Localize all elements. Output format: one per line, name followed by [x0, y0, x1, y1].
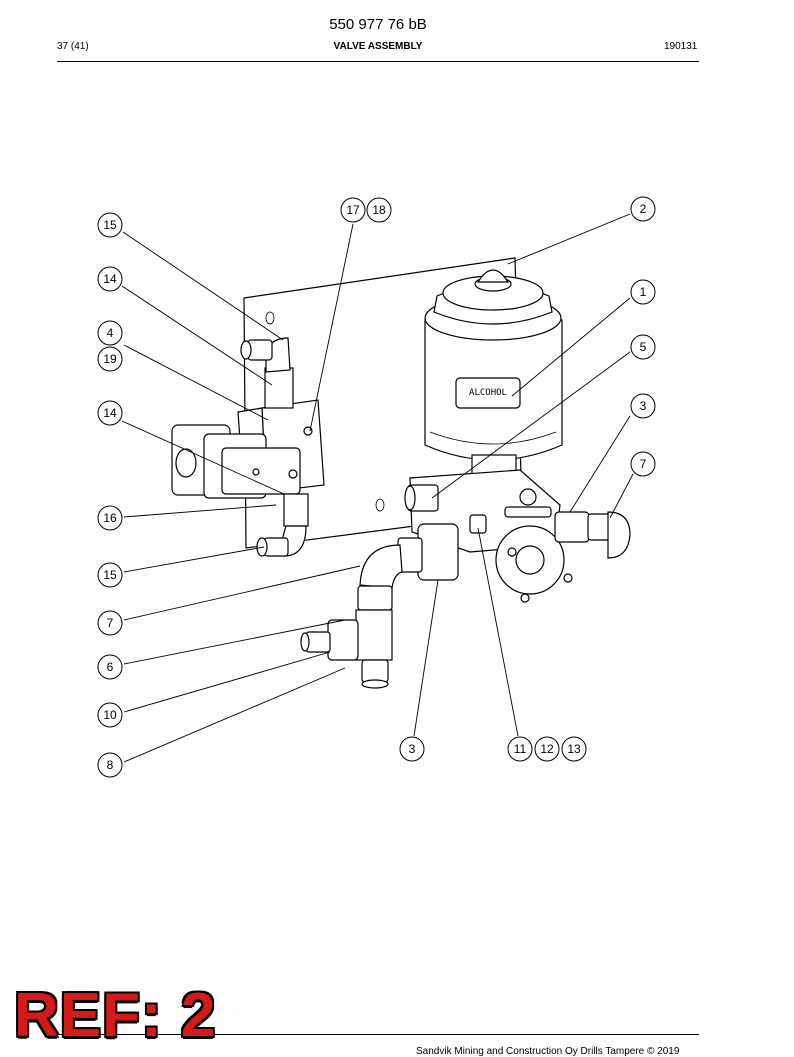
svg-text:4: 4	[107, 326, 114, 340]
callout-14-lower: 14	[97, 400, 123, 426]
svg-text:5: 5	[640, 340, 647, 354]
callout-7-right: 7	[630, 451, 656, 477]
callout-17: 17	[340, 197, 366, 223]
footer-copyright: Sandvik Mining and Construction Oy Drill…	[416, 1046, 680, 1057]
svg-text:15: 15	[103, 218, 117, 232]
document-date: 190131	[664, 41, 698, 52]
valve-body	[404, 469, 631, 603]
svg-text:16: 16	[103, 511, 117, 525]
callout-15-lower: 15	[97, 562, 123, 588]
svg-text:6: 6	[107, 660, 114, 674]
svg-text:1: 1	[640, 285, 647, 299]
callout-14-top: 14	[97, 266, 123, 292]
callout-18: 18	[366, 197, 392, 223]
svg-text:14: 14	[103, 406, 117, 420]
callout-19: 19	[97, 346, 123, 372]
callout-2: 2	[630, 196, 656, 222]
callout-1: 1	[630, 279, 656, 305]
callout-16: 16	[97, 505, 123, 531]
svg-text:11: 11	[514, 742, 527, 756]
callout-10: 10	[97, 702, 123, 728]
leader-lines	[121, 213, 634, 763]
outlet-elbow	[300, 523, 459, 689]
ref-stamp: REF: 2	[14, 981, 217, 1050]
page-count: 37 (41)	[57, 41, 89, 52]
svg-text:15: 15	[103, 568, 117, 582]
callout-8: 8	[97, 752, 123, 778]
svg-text:7: 7	[640, 457, 647, 471]
callout-15-top: 15	[97, 212, 123, 238]
callout-7-left: 7	[97, 610, 123, 636]
upper-elbow-fitting	[240, 337, 294, 409]
svg-text:18: 18	[372, 203, 386, 217]
callout-4: 4	[97, 320, 123, 346]
footer-rule	[57, 1034, 699, 1035]
svg-text:2: 2	[640, 202, 647, 216]
plate-hole	[375, 498, 385, 512]
svg-text:19: 19	[103, 352, 117, 366]
svg-text:3: 3	[409, 742, 416, 756]
svg-text:12: 12	[540, 742, 554, 756]
callout-13: 13	[561, 736, 587, 762]
svg-text:13: 13	[567, 742, 581, 756]
svg-text:14: 14	[103, 272, 117, 286]
callout-5: 5	[630, 334, 656, 360]
canister-label: ALCOHOL	[469, 388, 507, 398]
section-title: VALVE ASSEMBLY	[333, 41, 423, 52]
callout-12: 12	[534, 736, 560, 762]
svg-text:8: 8	[107, 758, 114, 772]
callout-11: 11	[507, 736, 533, 762]
alcohol-canister: ALCOHOL	[424, 269, 563, 486]
plate-hole	[265, 311, 275, 325]
solenoid-valve	[171, 399, 325, 499]
svg-text:10: 10	[103, 708, 117, 722]
svg-text:7: 7	[107, 616, 114, 630]
document-number: 550 977 76 bB	[329, 16, 427, 33]
header-rule	[57, 61, 699, 62]
lower-elbow-fitting	[256, 493, 309, 557]
callout-6: 6	[97, 654, 123, 680]
callout-3-bottom: 3	[399, 736, 425, 762]
callout-3-right: 3	[630, 393, 656, 419]
svg-text:3: 3	[640, 399, 647, 413]
svg-text:17: 17	[346, 203, 360, 217]
